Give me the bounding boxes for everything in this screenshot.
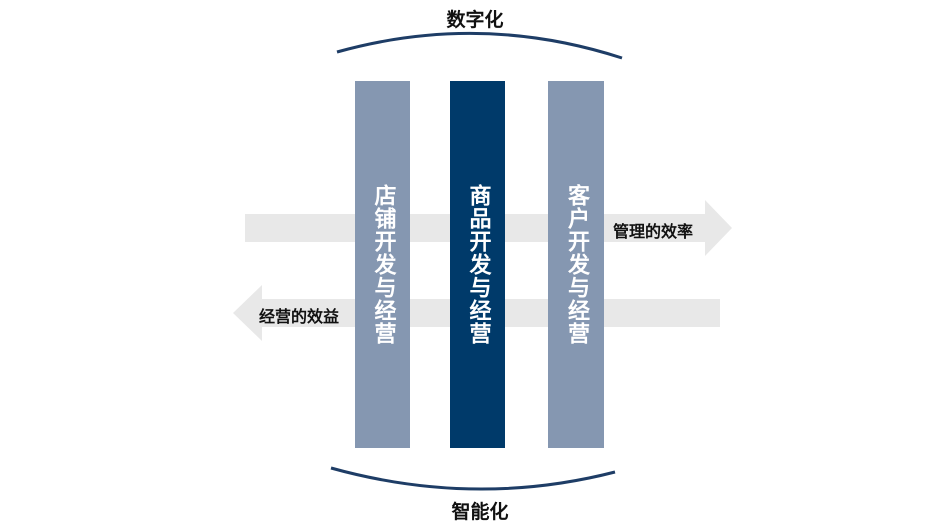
- pillar-store-label: 店铺开发与经营: [370, 184, 396, 345]
- pillar-product: 商品开发与经营: [450, 81, 505, 448]
- top-arc: [336, 31, 623, 60]
- bottom-label: 智能化: [451, 501, 509, 523]
- pillar-store: 店铺开发与经营: [355, 81, 410, 448]
- pillar-product-label: 商品开发与经营: [465, 184, 491, 345]
- pillar-customer: 客户开发与经营: [548, 81, 604, 448]
- right-arrow-label: 管理的效率: [613, 222, 694, 241]
- bottom-arc: [330, 466, 616, 491]
- top-label: 数字化: [446, 9, 504, 31]
- pillar-customer-label: 客户开发与经营: [564, 184, 589, 345]
- left-arrow-label: 经营的效益: [259, 307, 340, 326]
